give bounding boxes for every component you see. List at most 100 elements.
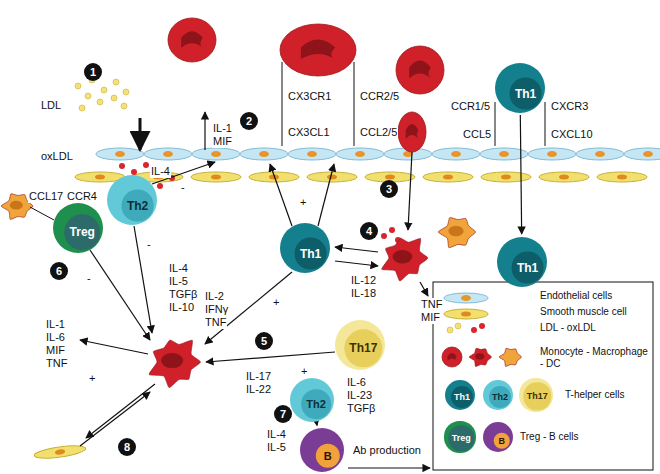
mediator-label: TNF <box>45 357 68 370</box>
mediator-label: CXCR3 <box>550 100 589 113</box>
arrow <box>86 384 155 438</box>
cell-label: Th2 <box>122 190 153 221</box>
mediator-label: IL-18 <box>350 287 377 300</box>
ldl-particle <box>121 103 127 109</box>
mediator-label: + <box>88 372 96 385</box>
cell-node: Th1 <box>497 237 547 287</box>
legend-text: Smooth muscle cell <box>540 306 627 318</box>
cell-label: Th1 <box>295 238 326 269</box>
mediator-label: IL-6 <box>45 331 66 344</box>
arrow <box>80 392 150 446</box>
monocyte <box>280 24 356 76</box>
mediator-label: IL-4 <box>266 428 287 441</box>
ldl-particle <box>123 89 129 95</box>
macrophage <box>149 340 200 388</box>
mediator-label: IL-10 <box>168 301 195 314</box>
callout-number: 2 <box>240 112 258 130</box>
mediator-label: + <box>300 365 308 378</box>
smooth-muscle-cell <box>423 172 473 182</box>
mediator-label: CCL2/5 <box>359 126 398 139</box>
mediator-label: CCR2/5 <box>359 90 400 103</box>
legend-text: Monocyte - Macrophage - DC <box>540 346 652 370</box>
ldl-particle <box>113 79 119 85</box>
cell-node: Treg <box>53 203 103 253</box>
legend-text: T-helper cells <box>565 389 624 401</box>
monocyte-nucleus <box>409 60 431 78</box>
endothelial-cell <box>624 148 660 160</box>
cell-nucleus <box>259 151 269 157</box>
cell-nucleus <box>95 175 105 180</box>
ldl-particle <box>85 93 91 99</box>
cell-nucleus <box>385 175 395 180</box>
cell-label: B <box>493 432 510 449</box>
cell-nucleus <box>10 201 23 210</box>
cell-nucleus <box>501 175 511 180</box>
binding-line <box>282 62 283 146</box>
cell-nucleus <box>595 151 605 157</box>
cell-nucleus <box>559 175 569 180</box>
mediator-label: IL-1 <box>212 122 233 135</box>
cell-node: Treg <box>444 421 475 452</box>
cell-label: Th17 <box>524 383 551 410</box>
cell-nucleus <box>211 151 221 157</box>
oxldl-particle <box>119 163 125 169</box>
arrow <box>408 152 412 230</box>
cell-nucleus <box>643 151 653 157</box>
arrow <box>90 250 150 340</box>
mediator-label: CCR4 <box>66 190 98 203</box>
cell-nucleus <box>448 226 463 236</box>
cell-node: Th1 <box>495 63 545 113</box>
smooth-muscle-cell <box>444 309 488 319</box>
cell-node: Th2 <box>107 175 157 225</box>
legend-box <box>433 282 653 470</box>
ldl-particle <box>455 323 461 329</box>
mediator-label: IFNγ <box>204 303 229 316</box>
monocyte <box>396 46 444 94</box>
mediator-label: MIF <box>45 344 66 357</box>
cell-nucleus <box>499 151 509 157</box>
ldl-particle <box>101 87 107 93</box>
monocyte-nucleus <box>406 124 419 139</box>
callout-number: 7 <box>274 405 292 423</box>
cell-nucleus <box>547 151 557 157</box>
binding-line <box>545 102 546 146</box>
arrow <box>335 247 378 252</box>
mediator-label: IL-23 <box>346 389 373 402</box>
cell-label: Th2 <box>489 386 511 408</box>
oxldl-particle <box>381 233 387 239</box>
mediator-label: TGFβ <box>346 402 376 415</box>
cell-nucleus <box>617 175 627 180</box>
cell-nucleus <box>355 151 365 157</box>
monocyte-nucleus <box>448 353 457 361</box>
cell-nucleus <box>163 151 173 157</box>
smooth-muscle-cell <box>597 172 647 182</box>
callout-number: 6 <box>50 262 68 280</box>
endothelial-cell <box>432 148 480 160</box>
mediator-label: IL-5 <box>266 441 287 454</box>
arrow <box>318 164 334 226</box>
mediator-label: IL-5 <box>168 275 189 288</box>
cell-node: B <box>300 428 344 472</box>
ldl-particle <box>447 327 453 333</box>
cell-body <box>597 172 647 182</box>
endothelial-cell <box>96 148 144 160</box>
mediator-label: - <box>86 272 92 285</box>
mediator-label: CX3CL1 <box>287 126 331 139</box>
arrow <box>205 272 292 344</box>
endothelial-cell <box>144 148 192 160</box>
oxldl-particle <box>479 323 485 329</box>
cell-node: Th1 <box>445 380 475 410</box>
cell-body <box>34 443 87 460</box>
cell-label: Th1 <box>510 78 541 109</box>
monocyte <box>168 18 216 62</box>
cell-nucleus <box>307 151 317 157</box>
smooth-muscle-cell <box>191 172 241 182</box>
cell-nucleus <box>327 175 337 180</box>
mediator-label: CXCL10 <box>550 128 594 141</box>
smooth-muscle-cell <box>539 172 589 182</box>
arrow <box>206 352 335 362</box>
callout-number: 5 <box>255 332 273 350</box>
ldl-particle <box>79 105 85 111</box>
monocyte-sample <box>442 347 462 367</box>
